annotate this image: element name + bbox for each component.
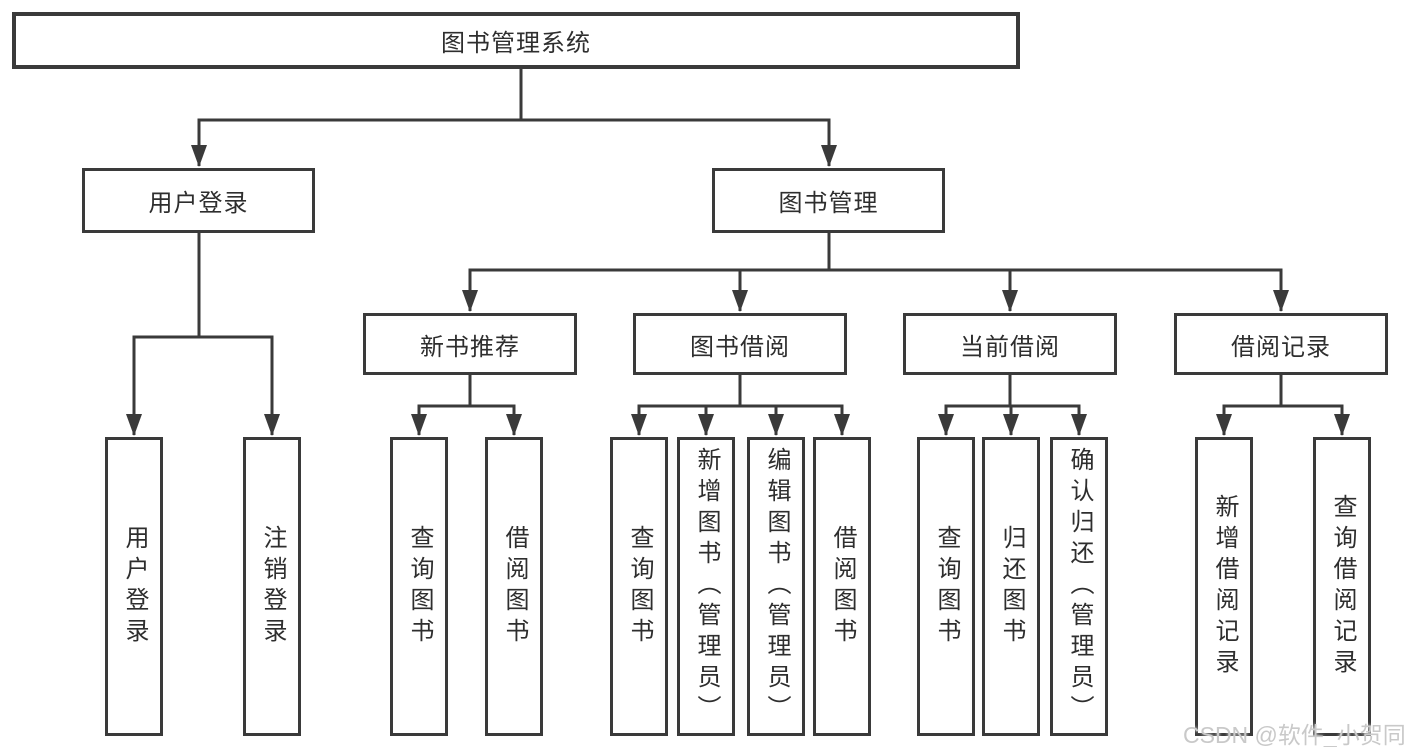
node-bb-edit-books-admin-label: 编辑图书（管理员）	[763, 447, 790, 726]
node-user-login: 用户登录	[82, 168, 315, 233]
node-bb-query-books: 查询图书	[610, 437, 668, 736]
node-cb-confirm-return-admin: 确认归还（管理员）	[1050, 437, 1108, 736]
node-bb-add-books-admin-label: 新增图书（管理员）	[693, 447, 720, 726]
node-nb-query-books-label: 查询图书	[406, 524, 433, 649]
node-current-borrowing-label: 当前借阅	[960, 333, 1060, 361]
node-bb-borrow-books-label: 借阅图书	[829, 524, 856, 649]
node-cb-return-books: 归还图书	[982, 437, 1040, 736]
node-book-borrowing: 图书借阅	[633, 313, 847, 375]
csdn-watermark: CSDN @软件_小贺同学	[1183, 722, 1405, 747]
node-nb-query-books: 查询图书	[390, 437, 448, 736]
node-current-borrowing: 当前借阅	[903, 313, 1117, 375]
node-book-management: 图书管理	[712, 168, 945, 233]
node-root-label: 图书管理系统	[441, 30, 591, 57]
node-nb-borrow-books: 借阅图书	[485, 437, 543, 736]
node-bb-edit-books-admin: 编辑图书（管理员）	[747, 437, 805, 736]
node-br-add-record-label: 新增借阅记录	[1211, 493, 1238, 680]
node-user-login-label: 用户登录	[148, 190, 249, 217]
node-cb-confirm-return-admin-label: 确认归还（管理员）	[1066, 447, 1093, 726]
node-borrow-records-label: 借阅记录	[1231, 333, 1331, 361]
node-cb-return-books-label: 归还图书	[998, 524, 1025, 649]
node-new-book-recommend: 新书推荐	[363, 313, 577, 375]
node-book-borrowing-label: 图书借阅	[690, 333, 790, 361]
node-cb-query-books-label: 查询图书	[933, 524, 960, 649]
node-bb-borrow-books: 借阅图书	[813, 437, 871, 736]
node-bb-query-books-label: 查询图书	[626, 524, 653, 649]
node-br-query-record: 查询借阅记录	[1313, 437, 1371, 736]
node-new-book-recommend-label: 新书推荐	[420, 333, 520, 361]
node-bb-add-books-admin: 新增图书（管理员）	[677, 437, 735, 736]
node-login-label: 用户登录	[121, 524, 148, 649]
node-book-management-label: 图书管理	[778, 190, 879, 217]
node-br-add-record: 新增借阅记录	[1195, 437, 1253, 736]
node-login: 用户登录	[105, 437, 163, 736]
node-logout: 注销登录	[243, 437, 301, 736]
node-logout-label: 注销登录	[259, 524, 286, 649]
node-root: 图书管理系统	[12, 12, 1020, 69]
node-br-query-record-label: 查询借阅记录	[1329, 493, 1356, 680]
node-cb-query-books: 查询图书	[917, 437, 975, 736]
node-borrow-records: 借阅记录	[1174, 313, 1388, 375]
node-nb-borrow-books-label: 借阅图书	[501, 524, 528, 649]
